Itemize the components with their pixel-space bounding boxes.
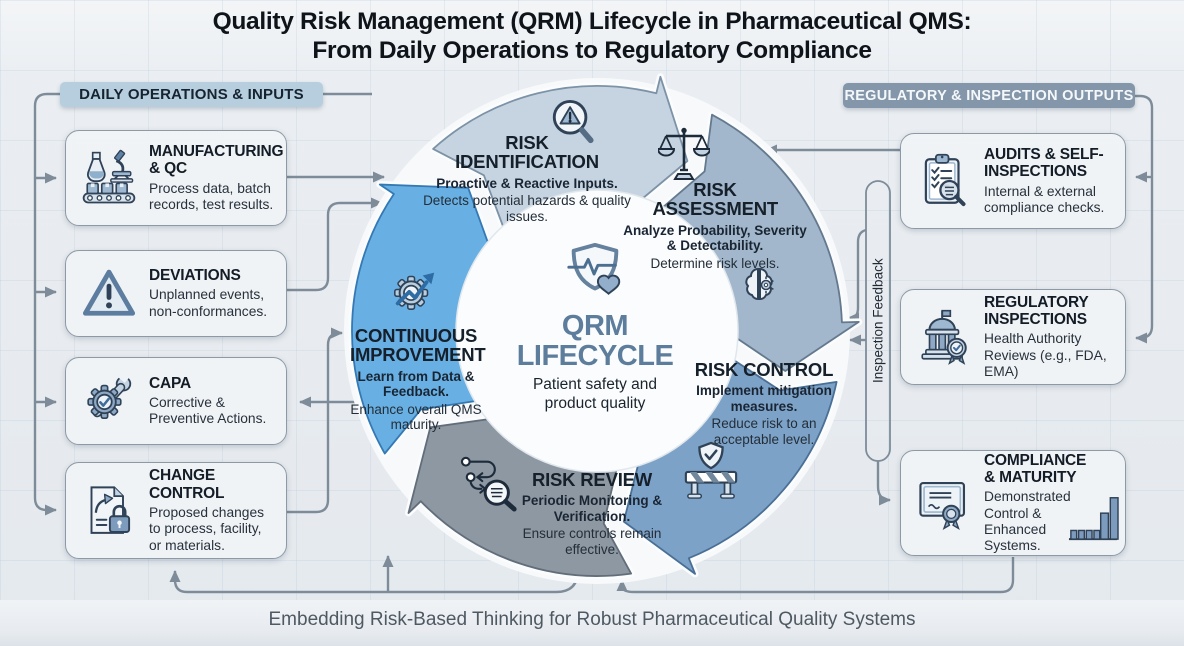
segment-risk-assessment: RISK ASSESSMENT Analyze Probability, Sev… <box>622 180 808 271</box>
card-desc: Health Authority Reviews (e.g., FDA, EMA… <box>984 331 1107 379</box>
left-trunk-line <box>33 92 62 512</box>
page-title-line1: Quality Risk Management (QRM) Lifecycle … <box>212 8 972 35</box>
right-trunk-line <box>1133 94 1154 344</box>
page-title: Quality Risk Management (QRM) Lifecycle … <box>0 7 1184 66</box>
segment-emphasis: Analyze Probability, Severity & Detectab… <box>623 222 807 254</box>
card-title: CHANGE CONTROL <box>149 467 225 502</box>
segment-risk-review: RISK REVIEW Periodic Monitoring & Verifi… <box>517 470 667 557</box>
segment-title: RISK REVIEW <box>531 469 653 490</box>
segment-detail: Detects potential hazards & quality issu… <box>423 193 631 224</box>
center-subtitle: Patient safety and product quality <box>532 376 658 412</box>
footer-band: Embedding Risk-Based Thinking for Robust… <box>0 600 1184 646</box>
segment-detail: Determine risk levels. <box>650 255 780 271</box>
cycle-center-disc <box>455 189 739 473</box>
shield-barrier-icon <box>682 441 740 506</box>
bar-chart-icon <box>1067 492 1119 547</box>
card-capa: CAPA Corrective & Preventive Actions. <box>65 357 287 445</box>
page-title-line2: From Daily Operations to Regulatory Comp… <box>312 37 872 65</box>
card-desc: Demonstrated Control & Enhanced Systems. <box>984 489 1071 554</box>
gear-growth-arrow-icon <box>390 264 440 319</box>
card-desc: Process data, batch records, test result… <box>149 180 274 212</box>
segment-emphasis: Implement mitigation measures. <box>696 383 832 414</box>
shield-heart-pulse-icon <box>487 242 703 311</box>
segment-title: RISK CONTROL <box>694 359 834 380</box>
document-arrow-lock-icon <box>78 483 140 539</box>
certificate-ribbon-icon <box>913 474 975 532</box>
card-desc: Internal & external compliance checks. <box>984 183 1105 215</box>
segment-detail: Reduce risk to an acceptable level. <box>711 416 817 447</box>
inspection-feedback-label: Inspection Feedback <box>870 258 886 384</box>
segment-risk-identification: RISK IDENTIFICATION Proactive & Reactive… <box>420 133 634 224</box>
feedback-to-compliance <box>876 461 891 506</box>
balance-scale-icon <box>656 126 712 187</box>
card-deviations: DEVIATIONS Unplanned events, non-conforma… <box>65 250 287 337</box>
card-title: DEVIATIONS <box>149 267 241 285</box>
segment-detail: Ensure controls remain effective. <box>522 526 662 557</box>
magnifier-warning-icon <box>549 96 595 155</box>
clipboard-checklist-magnifier-icon <box>913 152 975 210</box>
segment-title: RISK IDENTIFICATION <box>455 132 599 173</box>
card-title: COMPLIANCE & MATURITY <box>984 451 1087 486</box>
card-title: AUDITS & SELF-INSPECTIONS <box>984 145 1104 181</box>
process-magnifier-icon <box>458 452 522 517</box>
segment-emphasis: Learn from Data & Feedback. <box>357 368 475 400</box>
segment-emphasis: Proactive & Reactive Inputs. <box>436 175 618 191</box>
card-title: REGULATORY INSPECTIONS <box>984 293 1089 329</box>
compliance-to-review-loop <box>616 557 1015 594</box>
card-desc: Proposed changes to process, facility, o… <box>149 504 265 553</box>
brain-gear-icon <box>737 264 781 313</box>
center-heading-top: QRM <box>561 310 629 342</box>
footer-caption: Embedding Risk-Based Thinking for Robust… <box>268 609 916 630</box>
center-heading-bottom: LIFECYCLE <box>516 340 674 373</box>
segment-emphasis: Periodic Monitoring & Verification. <box>521 493 663 524</box>
segment-risk-control: RISK CONTROL Implement mitigation measur… <box>688 360 840 447</box>
flask-microscope-conveyor-icon <box>78 149 140 207</box>
card-desc: Corrective & Preventive Actions. <box>149 394 267 427</box>
card-title: MANUFACTURING & QC <box>149 142 284 178</box>
feedback-to-cycle-upper <box>847 228 867 324</box>
daily-operations-header: DAILY OPERATIONS & INPUTS <box>60 82 323 107</box>
regulatory-outputs-header: REGULATORY & INSPECTION OUTPUTS <box>843 83 1135 108</box>
government-building-badge-icon <box>913 308 975 366</box>
segment-detail: Enhance overall QMS maturity. <box>350 401 482 433</box>
cycle-center: QRM LIFECYCLE Patient safety and product… <box>487 242 703 414</box>
warning-triangle-icon <box>78 266 140 322</box>
segment-title: RISK ASSESSMENT <box>652 179 779 220</box>
deviations-to-cycle <box>287 197 383 292</box>
card-desc: Unplanned events, non-conformances. <box>149 287 268 319</box>
segment-title: CONTINUOUS IMPROVEMENT <box>350 325 486 366</box>
gear-check-wrench-icon <box>78 372 140 430</box>
change-control-to-improvement <box>287 327 343 514</box>
segment-continuous-improvement: CONTINUOUS IMPROVEMENT Learn from Data &… <box>346 326 486 433</box>
card-title: CAPA <box>149 374 191 392</box>
